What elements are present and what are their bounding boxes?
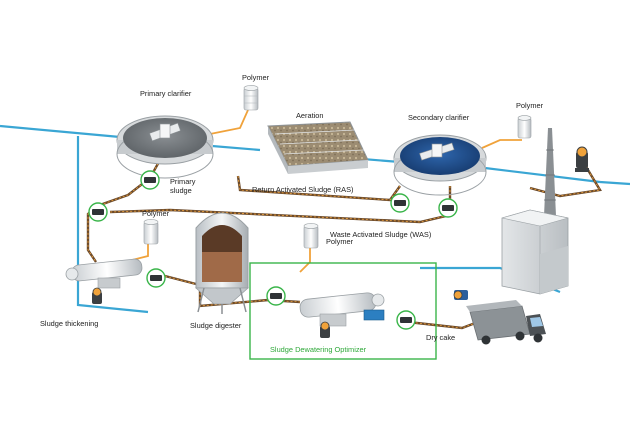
primary-sludge-label-line2: sludge [170,186,192,195]
dump-truck-icon[interactable] [466,300,546,345]
sludge-digester-label: Sludge digester [190,321,242,330]
monitor-device-icon [394,200,406,206]
monitor-dewatering-out[interactable] [396,310,416,330]
dry-cake-label: Dry cake [426,333,455,342]
smokestack-icon [544,128,556,216]
polymer-tank-icon [143,219,159,245]
monitor-dewatering-feed[interactable] [266,286,286,306]
sludge-thickening-label: Sludge thickening [40,319,98,328]
monitor-thickening-feed[interactable] [88,202,108,222]
dewatering-centrifuge[interactable] [299,292,385,338]
primary-clarifier[interactable] [116,115,214,179]
monitor-device-icon [270,293,282,299]
ras-label: Return Activated Sludge (RAS) [252,185,353,194]
monitor-device-icon [144,177,156,183]
polymer-label-4: Polymer [326,237,354,246]
primary-clarifier-label: Primary clarifier [140,89,192,98]
secondary-clarifier-label: Secondary clarifier [408,113,470,122]
water-line-right [599,180,630,186]
monitor-primary-sludge[interactable] [140,170,160,190]
pump-icon [320,321,330,338]
aeration-basin-icon [274,129,365,155]
incinerator-building [501,209,569,295]
aeration-label: Aeration [296,111,324,120]
clarifier-scraper-icon [149,122,181,142]
primary-sludge-label-line1: Primary [170,177,196,186]
monitor-device-icon [150,275,162,281]
main-water-line [0,124,601,184]
centrifuge-icon [65,258,143,289]
thickening-centrifuge[interactable] [65,258,143,304]
centrifuge-icon [299,292,385,327]
aeration-basin[interactable] [267,121,369,174]
secondary-clarifier[interactable] [393,134,487,196]
water-return-line [76,136,149,314]
clarifier-scraper-icon [419,142,455,161]
monitor-thickening-out[interactable] [146,268,166,288]
monitor-ras[interactable] [390,193,410,213]
polymer-label-3: Polymer [142,209,170,218]
polymer-tank-icon [517,115,532,139]
monitor-device-icon [92,209,104,215]
polymer-label-1: Polymer [242,73,270,82]
monitor-device-icon [400,317,412,323]
optimizer-label: Sludge Dewatering Optimizer [270,345,367,354]
polymer-tank-icon [303,223,319,249]
monitor-device-icon [442,205,454,211]
polymer-tank-icon [243,85,259,111]
pump-icon[interactable] [575,146,589,172]
cake-pump[interactable] [453,290,468,300]
sludge-digester[interactable] [194,212,250,314]
polymer-label-2: Polymer [516,101,544,110]
monitor-was[interactable] [438,198,458,218]
was-label: Waste Activated Sludge (WAS) [330,230,431,239]
pump-icon [92,287,102,304]
optimizer-boundary [249,262,437,360]
